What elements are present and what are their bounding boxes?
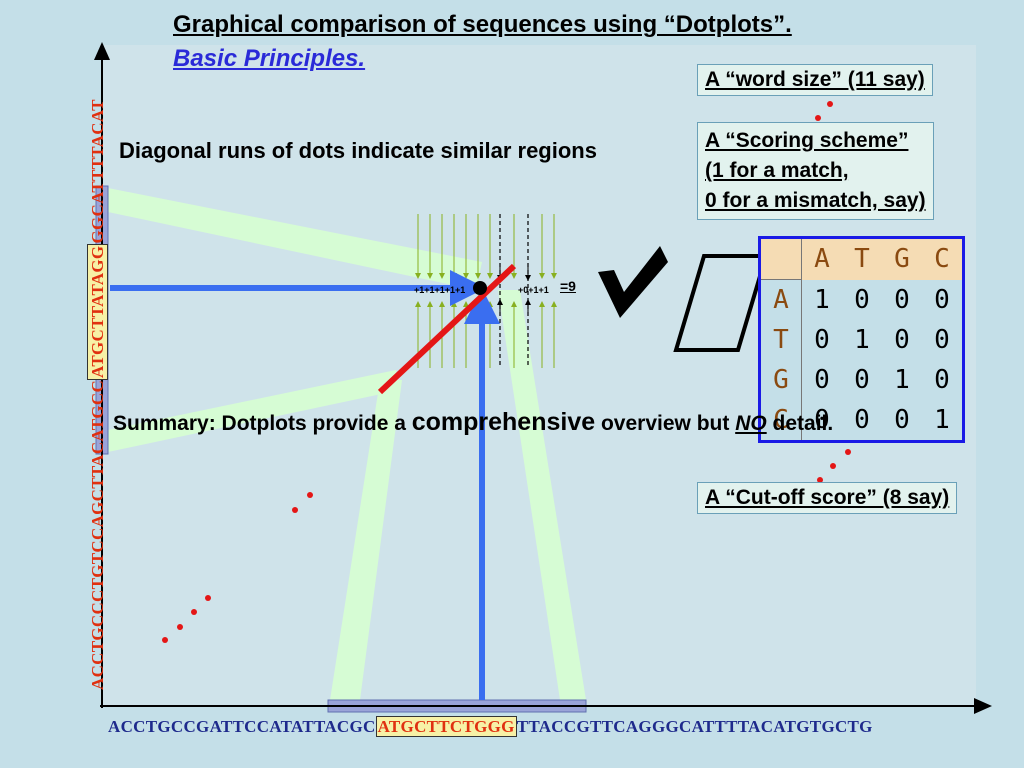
scoring-matrix: A T G C A 1 0 0 0 T 0 1 0 0 G 0 0 1 0 C …	[758, 236, 965, 443]
box-glyph-icon	[673, 254, 769, 352]
matrix-col-header: T	[842, 237, 882, 280]
scoring-line2: (1 for a match,	[705, 159, 849, 182]
band-horizontal-upper	[108, 188, 482, 290]
word-size-box: A “word size” (11 say)	[697, 64, 933, 96]
matrix-row-header: T	[759, 320, 802, 360]
matrix-cell: 0	[814, 405, 830, 435]
scoring-line1: A “Scoring scheme”	[705, 129, 909, 152]
matrix-cell: 0	[814, 365, 830, 395]
matrix-cell: 1	[814, 284, 830, 315]
mismatch-arrow-heads	[497, 266, 531, 314]
sequence-x-before: ACCTGCCGATTCCATATTACGC	[108, 717, 376, 736]
comparison-arrows-bottom	[415, 301, 557, 368]
band-vertical-right	[498, 290, 586, 700]
sequence-x-highlight: ATGCTTCTGGG	[375, 716, 517, 737]
matrix-row-header: G	[759, 360, 802, 400]
cutoff-label: A “Cut-off score” (8 say)	[705, 486, 950, 509]
sequence-x-after: TTACCGTTCAGGGCATTTTACATGTGCTG	[516, 717, 873, 736]
checkmark-icon	[598, 246, 668, 318]
matrix-col-header: G	[882, 237, 922, 280]
matrix-cell: 0	[894, 284, 910, 315]
summary-text: Summary: Dotplots provide a comprehensiv…	[113, 408, 833, 437]
sequence-y-before: ACCTGCCCTGTCCAGCTTACATGCC	[88, 379, 107, 690]
summary-part3: detail.	[766, 412, 834, 435]
summary-no: NO	[735, 412, 767, 435]
matrix-col-header: A	[801, 237, 842, 280]
diagonal-note: Diagonal runs of dots indicate similar r…	[119, 138, 597, 163]
matrix-cell: 0	[934, 365, 950, 395]
word-size-label: A “word size” (11 say)	[705, 68, 925, 91]
matrix-cell: 0	[854, 405, 870, 435]
comparison-arrows-top	[415, 214, 557, 279]
summary-emphasis: comprehensive	[411, 408, 596, 436]
matrix-cell: 0	[854, 365, 870, 395]
matrix-col-header: C	[922, 237, 964, 280]
cutoff-score-box: A “Cut-off score” (8 say)	[697, 482, 958, 514]
matrix-cell: 0	[934, 284, 950, 315]
scoring-right: +0+1+1	[518, 285, 549, 295]
matrix-corner	[759, 237, 802, 280]
page-subtitle: Basic Principles.	[173, 45, 366, 72]
matrix-cell: 0	[934, 325, 950, 355]
band-horizontal-lower	[108, 370, 400, 452]
scoring-sum: =9	[560, 278, 576, 294]
matrix-cell: 1	[854, 325, 870, 355]
scoring-scheme-box: A “Scoring scheme” (1 for a match, 0 for…	[697, 122, 934, 220]
matrix-cell: 1	[934, 405, 950, 435]
matrix-cell: 0	[814, 325, 830, 355]
red-diagonal-match	[377, 263, 517, 395]
matrix-row-header: A	[759, 279, 802, 320]
mismatch-arrows	[499, 214, 529, 368]
scoring-line3: 0 for a mismatch, say)	[705, 189, 926, 212]
summary-part1: Summary: Dotplots provide a	[113, 412, 412, 435]
scoring-left: +1+1+1+1+1	[414, 285, 466, 295]
matrix-cell: 0	[854, 284, 870, 315]
match-dot	[473, 281, 487, 295]
matrix-row-header: C	[759, 400, 802, 442]
sequence-y: ACCTGCCCTGTCCAGCTTACATGCCATGCTTATAGGGGCA…	[87, 99, 108, 690]
summary-part2: overview but	[595, 412, 736, 435]
band-vertical-left	[330, 380, 402, 700]
sequence-y-after: GGCATTTTACAT	[88, 99, 107, 244]
matrix-cell: 0	[894, 325, 910, 355]
matrix-cell: 1	[894, 365, 910, 395]
scoring-row: =9	[560, 278, 576, 294]
page-title: Graphical comparison of sequences using …	[173, 11, 792, 38]
matrix-cell: 0	[894, 405, 910, 435]
sequence-y-highlight: ATGCTTATAGG	[87, 243, 108, 380]
